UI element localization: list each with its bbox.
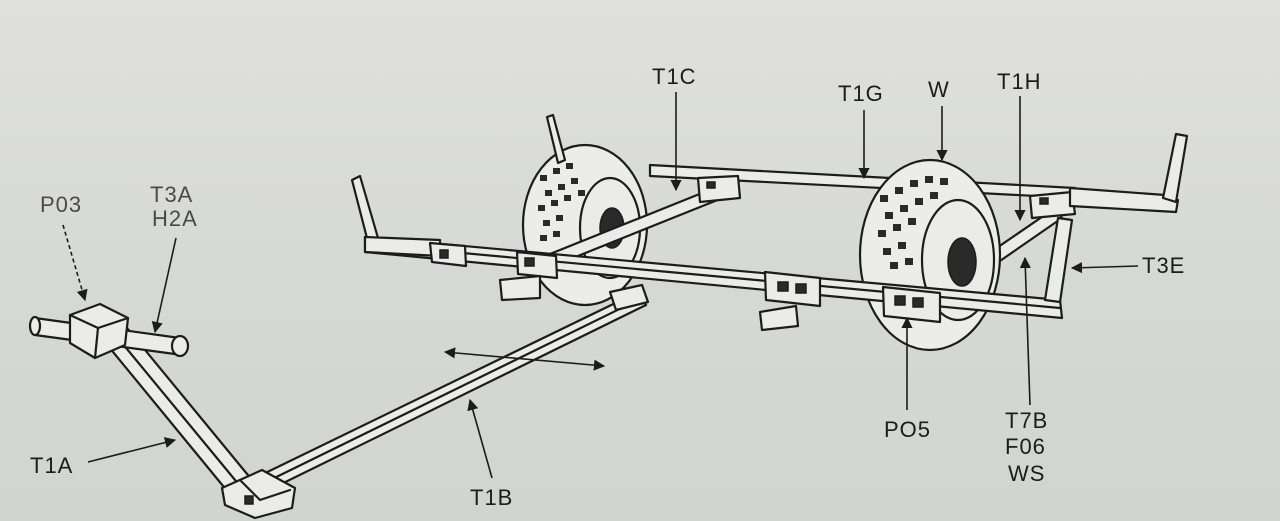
hitch-bar	[28, 302, 190, 360]
leader-t3a	[151, 237, 177, 334]
corner-joint	[220, 468, 297, 520]
handle-far-right	[1068, 186, 1180, 214]
upright-rear-left	[545, 113, 567, 165]
bracket-rear-wheel	[498, 250, 559, 302]
label-t1h: T1H	[997, 69, 1042, 94]
leader-t3e	[1070, 262, 1139, 274]
handle-far-right-upright	[1161, 132, 1189, 204]
bracket-left	[428, 241, 468, 268]
label-t3e: T3E	[1142, 253, 1185, 278]
leader-t7b	[1019, 256, 1031, 406]
label-t1a: T1A	[30, 453, 73, 478]
leader-p03	[62, 224, 88, 302]
label-t1c: T1C	[652, 64, 697, 89]
adjust-arrow	[443, 347, 606, 371]
label-t7b: T7B	[1005, 408, 1048, 433]
upright-front-left	[350, 174, 380, 244]
bracket-mid	[758, 270, 822, 332]
tongue-t1b	[253, 283, 650, 494]
label-t1g: T1G	[838, 81, 884, 106]
label-p03: P03	[40, 192, 82, 217]
bracket-po5	[881, 285, 942, 324]
label-t3a: T3A	[150, 182, 193, 207]
label-t1b: T1B	[470, 485, 513, 510]
label-h2a: H2A	[152, 206, 198, 231]
leader-t1b	[467, 398, 493, 479]
upright-t3e	[1043, 216, 1074, 304]
rail-left-end	[363, 235, 442, 258]
label-f06: F06	[1005, 434, 1046, 459]
label-po5: PO5	[884, 417, 931, 442]
label-w: W	[928, 77, 950, 102]
leader-t1a	[87, 437, 177, 463]
label-ws: WS	[1008, 461, 1045, 486]
